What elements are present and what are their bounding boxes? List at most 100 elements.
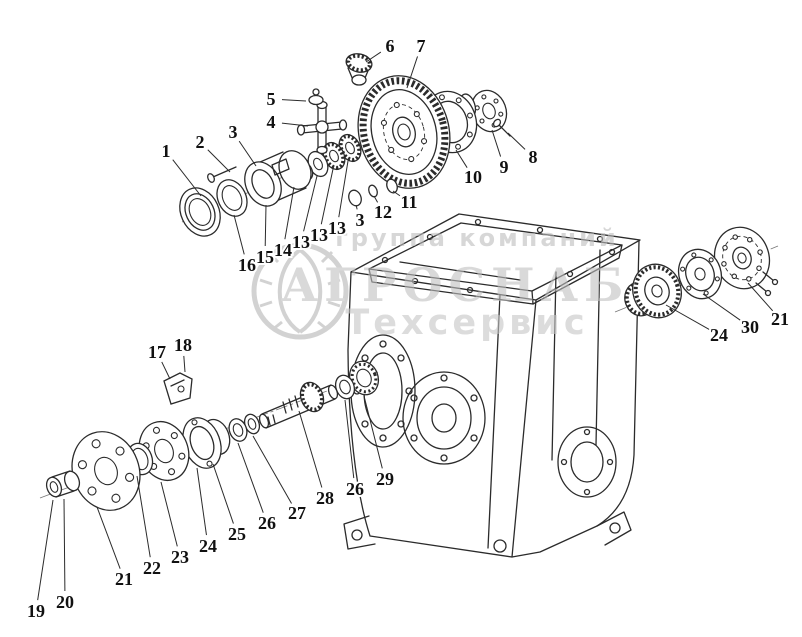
leader-line-13: [338, 160, 349, 218]
washer: [334, 374, 356, 400]
fork-bracket: [163, 372, 193, 405]
leader-line-24: [665, 304, 710, 331]
part-label-7: 7: [417, 36, 426, 56]
part-label-8: 8: [529, 147, 538, 167]
part-label-23: 23: [171, 547, 189, 567]
leader-line-9: [491, 129, 502, 157]
part-label-14: 14: [274, 240, 292, 260]
lock-washer: [308, 88, 324, 106]
leader-line-24: [196, 467, 207, 536]
leader-line-28: [298, 410, 323, 488]
leader-line-21: [96, 506, 121, 569]
pinion-gear: [322, 141, 346, 171]
leader-line-13: [303, 175, 318, 232]
leader-line-26: [237, 442, 264, 513]
leader-line-16: [233, 214, 245, 255]
part-label-30: 30: [741, 317, 759, 337]
leader-line-11: [392, 190, 401, 197]
part-label-27: 27: [288, 503, 306, 523]
part-label-29: 29: [376, 469, 394, 489]
leader-line-8: [507, 132, 526, 150]
bevel-gear-and-differential-assembly: [179, 53, 511, 237]
leader-line-14: [284, 186, 295, 240]
leader-line-30: [702, 293, 742, 322]
bevel-ring-gear: [357, 75, 451, 189]
leader-line-3: [355, 204, 358, 210]
leader-line-12: [373, 195, 379, 203]
watermark-logo: [251, 242, 349, 340]
leader-line-25: [212, 463, 234, 524]
part-label-4: 4: [267, 112, 276, 132]
leader-line-23: [160, 481, 178, 547]
part-label-18: 18: [174, 335, 192, 355]
part-label-21: 21: [771, 309, 789, 329]
watermark: группа компаний АГРОСНАБ Техсервис: [251, 224, 630, 343]
leader-line-21: [747, 282, 774, 312]
bolt: [207, 166, 237, 183]
part-label-6: 6: [386, 36, 395, 56]
output-shaft-assembly: [39, 360, 380, 511]
leader-line-7: [406, 56, 418, 89]
leader-line-10: [455, 149, 468, 168]
gear-cluster: [624, 263, 682, 319]
part-label-10: 10: [464, 167, 482, 187]
flange: [713, 226, 771, 290]
watermark-company-group: группа компаний: [335, 224, 618, 252]
part-label-26: 26: [346, 479, 364, 499]
bevel-pinion: [345, 53, 373, 86]
watermark-service: Техсервис: [345, 303, 588, 343]
part-label-24: 24: [199, 536, 217, 556]
part-label-17: 17: [148, 342, 166, 362]
leader-line-5: [281, 99, 307, 102]
part-label-12: 12: [374, 202, 392, 222]
leader-line-13: [320, 168, 334, 225]
bearing-cage: [244, 150, 312, 207]
drive-flange: [71, 431, 141, 511]
part-label-3: 3: [229, 122, 238, 142]
part-label-22: 22: [143, 558, 161, 578]
final-drive-gear-assembly: [614, 226, 779, 319]
part-label-5: 5: [267, 89, 276, 109]
leader-line-6: [365, 51, 382, 63]
brake-disc: [677, 248, 723, 300]
seal-ring: [179, 187, 221, 237]
leader-line-15: [264, 204, 267, 247]
part-label-16: 16: [238, 255, 256, 275]
leader-line-17: [161, 361, 171, 380]
part-label-28: 28: [316, 488, 334, 508]
leader-line-1: [172, 159, 202, 197]
spacer-ring: [216, 179, 248, 217]
part-label-21: 21: [115, 569, 133, 589]
leader-line-4: [281, 122, 309, 127]
sleeve: [45, 470, 81, 498]
part-label-19: 19: [27, 601, 45, 621]
watermark-brand: АГРОСНАБ: [281, 258, 630, 312]
leader-line-22: [136, 475, 151, 558]
leader-line-3: [238, 140, 257, 167]
leader-line-19: [37, 499, 54, 601]
leader-line-27: [252, 435, 292, 504]
part-label-13: 13: [328, 218, 346, 238]
bearing: [348, 360, 380, 396]
washer: [228, 418, 248, 442]
leader-line-18: [183, 355, 186, 373]
part-label-15: 15: [256, 247, 274, 267]
part-label-26: 26: [258, 513, 276, 533]
part-label-11: 11: [400, 192, 417, 212]
part-label-13: 13: [292, 232, 310, 252]
leader-line-20: [63, 498, 66, 592]
leader-line-29: [363, 395, 383, 469]
part-label-1: 1: [162, 141, 171, 161]
bolt: [492, 118, 511, 137]
bolt: [755, 271, 779, 297]
part-label-25: 25: [228, 524, 246, 544]
part-label-20: 20: [56, 592, 74, 612]
bearing-housing: [182, 417, 231, 469]
leader-line-26: [344, 399, 355, 479]
splined-shaft: [258, 381, 339, 429]
leader-line-2: [207, 149, 231, 173]
part-label-13: 13: [310, 225, 328, 245]
